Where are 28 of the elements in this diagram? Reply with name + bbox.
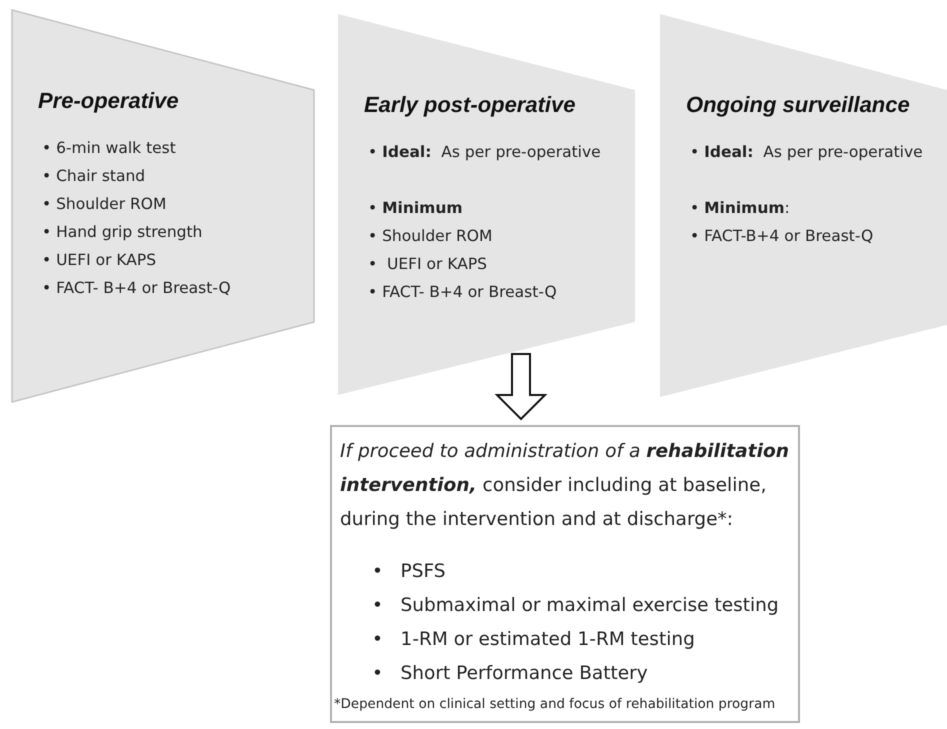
panel-heading: Pre-operative [38, 88, 179, 114]
intro-paragraph: If proceed to administration of a rehabilitation intervention, consider including at baseline, during the intervention and at discharge*: [340, 440, 790, 532]
list-item: • Hand grip strength [42, 222, 204, 243]
trapezoid-panel [660, 14, 947, 397]
list-item: • FACT- B+4 or Breast-Q [42, 278, 231, 299]
list-item: • Chair stand [42, 166, 146, 187]
list-item: • Minimum: [690, 198, 791, 219]
list-item: • UEFI or KAPS [368, 254, 488, 275]
list-item: • FACT- B+4 or Breast-Q [368, 282, 558, 303]
list-item: • Ideal: As per pre-operative [690, 142, 923, 163]
panel-heading: Ongoing surveillance [686, 92, 910, 118]
list-item: • 6-min walk test [42, 138, 177, 159]
trapezoid-panel [338, 14, 635, 395]
list-item: • Shoulder ROM [368, 226, 494, 247]
footnote: *Dependent on clinical setting and focus of rehabilitation program [334, 697, 776, 712]
trapezoid-panel [12, 10, 314, 402]
list-item: • FACT-B+4 or Breast-Q [690, 226, 874, 247]
list-item: • 1-RM or estimated 1-RM testing [372, 628, 696, 652]
block-arrow [494, 353, 548, 420]
list-item: • Short Performance Battery [372, 662, 649, 686]
list-item: • UEFI or KAPS [42, 250, 158, 271]
list-item: • Shoulder ROM [42, 194, 168, 215]
note-box [330, 425, 800, 723]
panel-heading: Early post-operative [364, 92, 576, 118]
list-item: • Minimum [368, 198, 464, 219]
list-item: • PSFS [372, 560, 447, 584]
list-item: • Submaximal or maximal exercise testing [372, 594, 779, 618]
list-item: • Ideal: As per pre-operative [368, 142, 601, 163]
